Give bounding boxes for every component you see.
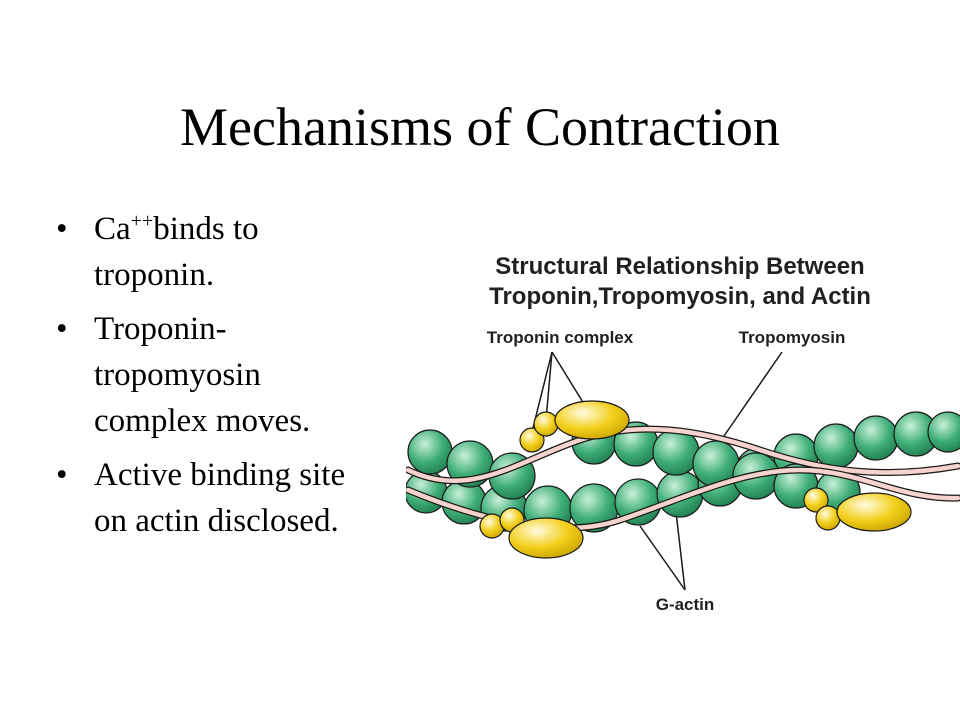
bullet-text-ca: Ca [94,211,131,247]
bullet-text: Troponin-tropomyosin complex moves. [94,311,311,439]
label-tropomyosin: Tropomyosin [739,328,846,347]
leader-tropomyosin [723,351,783,437]
bullet-text-binds: binds to troponin. [94,211,259,293]
troponin-subunit [508,517,584,559]
diagram-title-line1: Structural Relationship Between [495,253,864,280]
bullet-dot: • [56,311,68,347]
diagram-title-line2: Troponin,Tropomyosin, and Actin [489,283,871,310]
troponin-subunit [815,505,841,531]
slide-title: Mechanisms of Contraction [180,97,780,157]
bullet-item: • Ca++binds to troponin. [56,206,376,298]
troponin-subunit [533,411,559,437]
bullet-dot: • [56,211,68,247]
g-actin-monomer [407,429,453,475]
troponin-complex-right [803,487,912,532]
g-actin-monomer [927,411,960,453]
superscript-charge: ++ [130,210,154,232]
leader-troponin-2 [545,351,553,421]
bullet-dot: • [56,457,68,493]
troponin-complex-upper [519,400,630,453]
bullet-list: • Ca++binds to troponin. • Troponin-tropom… [56,206,376,552]
label-troponin-complex: Troponin complex [487,328,634,347]
g-actin-monomer [813,423,859,469]
bullet-text: Active binding site on actin disclosed. [94,457,346,539]
label-g-actin: G-actin [656,595,715,614]
actin-filament-diagram: Structural Relationship Between Troponin… [406,253,960,614]
bullet-item: • Troponin-tropomyosin complex moves. [56,306,376,444]
g-actin-monomer [853,415,899,461]
leader-gactin-2 [675,511,686,591]
troponin-subunit [554,400,630,440]
troponin-subunit [803,487,829,513]
leader-troponin-3 [551,351,585,405]
troponin-subunit [836,492,912,532]
troponin-subunit [519,427,545,453]
troponin-complex-lower [479,507,584,559]
bullet-item: • Active binding site on actin disclosed. [56,452,376,544]
leader-gactin-1 [639,525,686,591]
leader-lines [531,351,783,591]
tropomyosin-strand-upper-fill [406,426,960,484]
